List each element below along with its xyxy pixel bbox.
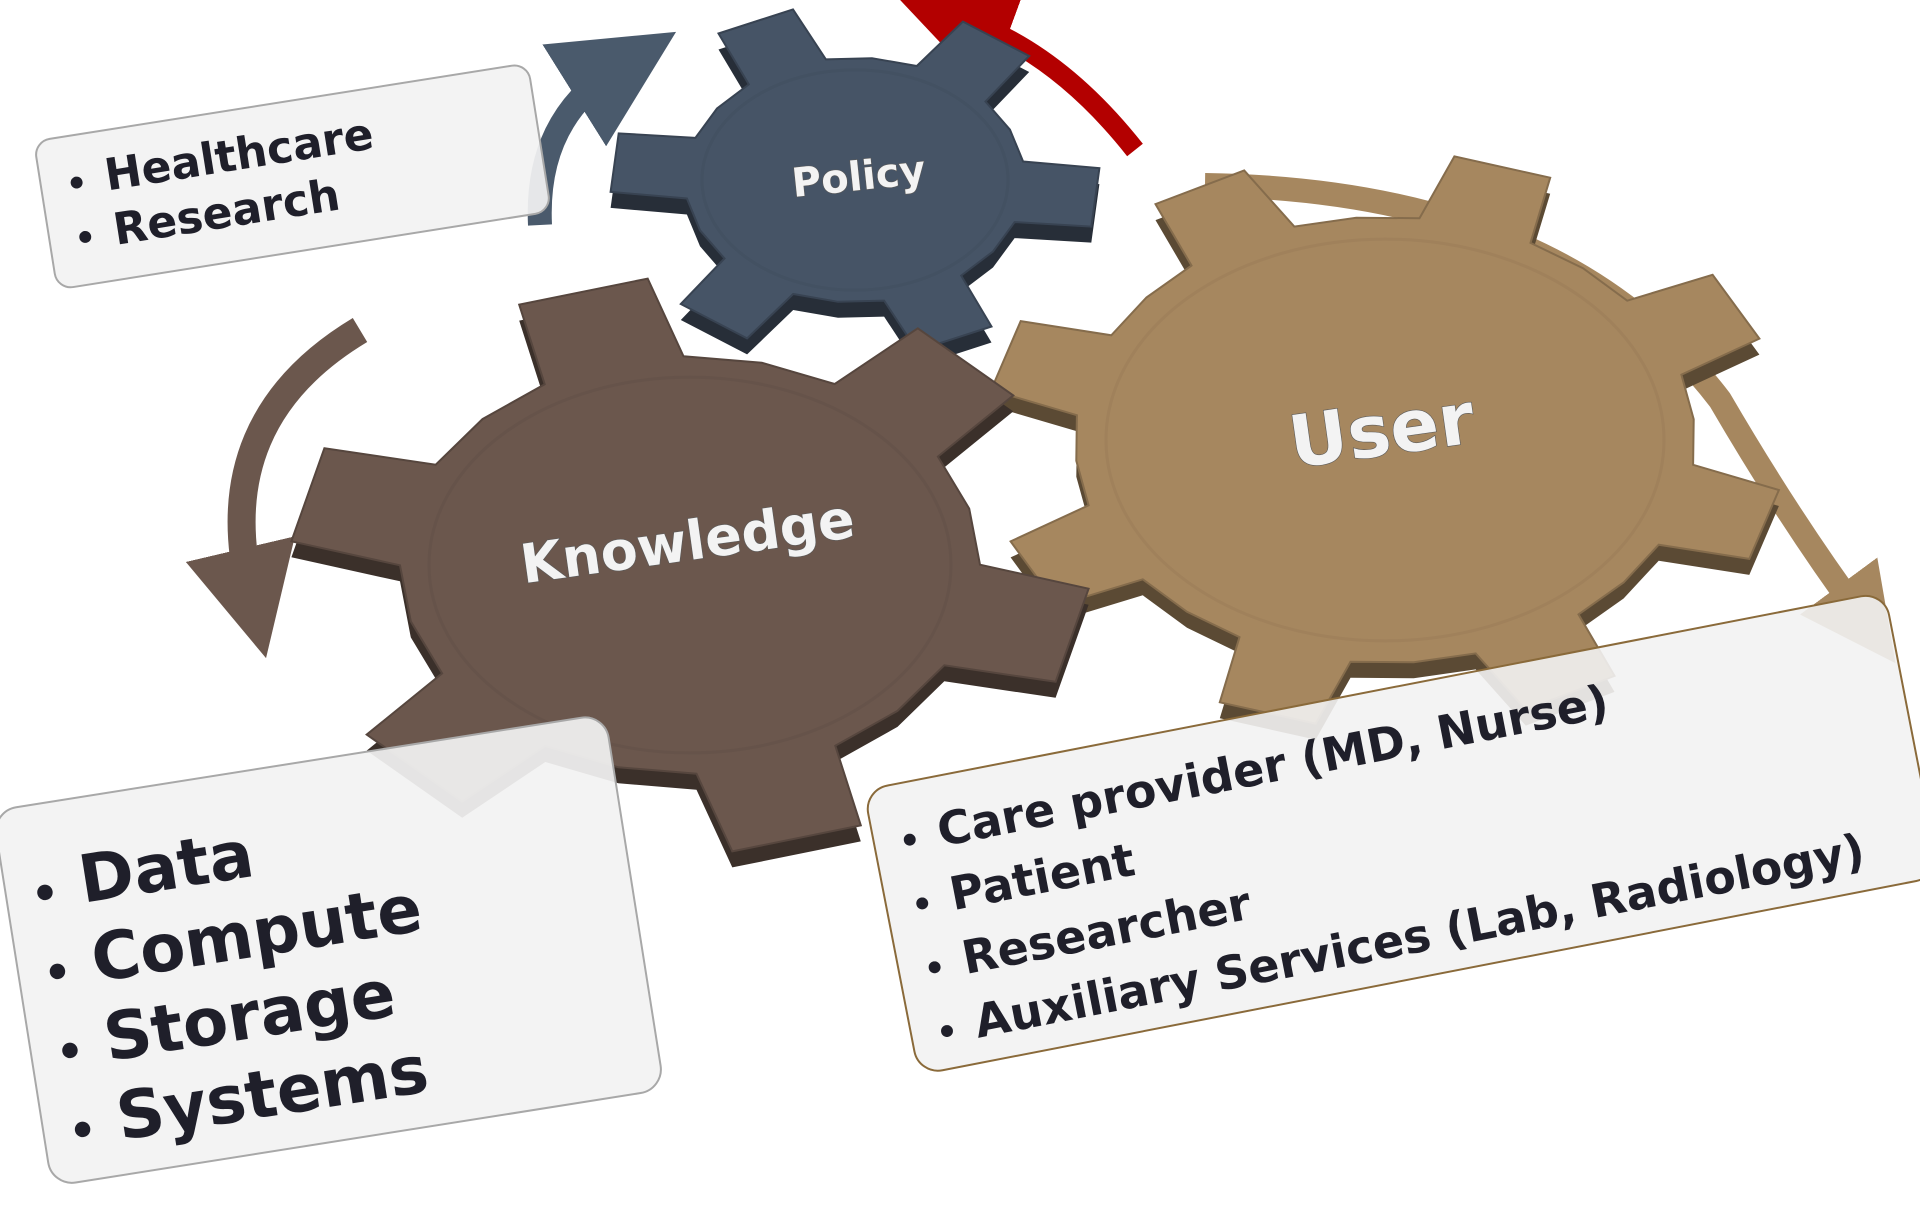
healthcare-rotation-arrow: [527, 31, 677, 226]
policy-rotation-arrow: [894, 0, 1143, 157]
policy-box-frame: [35, 64, 550, 289]
knowledge-gear-inner-ring: [427, 375, 953, 755]
knowledge-rotation-arrow: [185, 317, 368, 659]
policy-box: • Healthcare • Research: [35, 64, 550, 289]
knowledge-box-frame: [0, 716, 662, 1184]
knowledge-gear-face: [290, 277, 1090, 853]
knowledge-box: • Data • Compute • Storage • Systems: [0, 716, 662, 1184]
user-box-frame: [866, 594, 1920, 1072]
user-gear-inner-ring: [1104, 237, 1666, 643]
policy-gear-inner-ring: [700, 68, 1010, 292]
policy-gear-face: [609, 8, 1101, 352]
user-gear: [989, 155, 1781, 740]
knowledge-gear: [290, 277, 1090, 868]
policy-gear: [609, 8, 1101, 367]
